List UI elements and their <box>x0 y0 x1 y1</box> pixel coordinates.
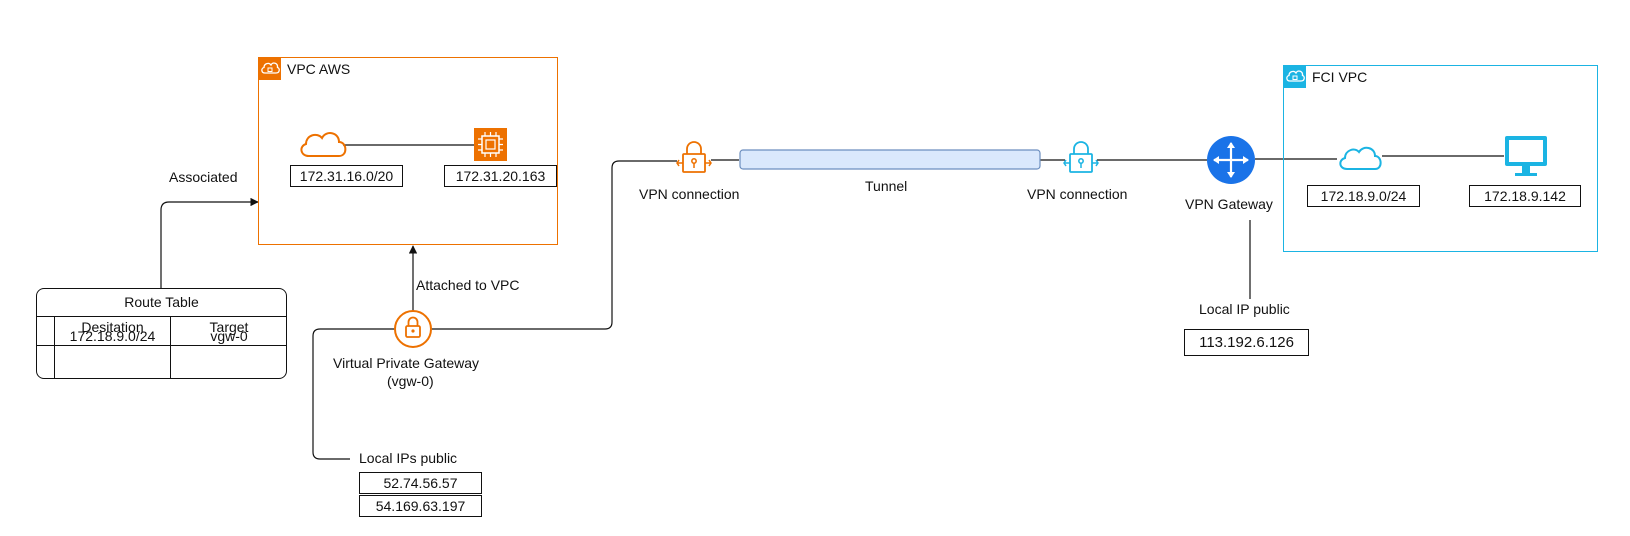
vpn-connection-left-icon[interactable] <box>676 141 712 173</box>
vpc-aws-group[interactable]: VPC AWS <box>258 57 558 245</box>
route-table-cell-target: vgw-0 <box>210 328 248 344</box>
associated-connector <box>160 197 259 288</box>
host-monitor-icon <box>1505 136 1547 176</box>
attached-to-vpc-label: Attached to VPC <box>416 277 520 293</box>
tunnel-label: Tunnel <box>865 178 908 194</box>
route-table-row-divider <box>37 345 286 346</box>
vgw-label-line2: (vgw-0) <box>387 373 434 389</box>
vpn-connection-right-label: VPN connection <box>1027 186 1128 202</box>
vgw-label-line1: Virtual Private Gateway <box>333 355 480 371</box>
local-ip-public-label: Local IP public <box>1199 301 1290 317</box>
route-table-header-destination: Desitation <box>81 319 144 335</box>
vpn-gateway-router-icon[interactable] <box>1207 136 1255 184</box>
associated-label: Associated <box>169 169 238 185</box>
fci-host-ip-box: 172.18.9.142 <box>1469 185 1581 207</box>
vpn-connection-left-label: VPN connection <box>639 186 740 202</box>
aws-public-ip-2-box: 54.169.63.197 <box>359 495 482 517</box>
aws-instance-ip-box: 172.31.20.163 <box>444 165 557 187</box>
vpc-aws-group-icon <box>259 58 281 80</box>
vpn-connection-right-icon[interactable] <box>1063 141 1099 173</box>
route-table[interactable]: Route Table Desitation Target 172.18.9.0… <box>36 288 287 379</box>
aws-subnet-cidr-box: 172.31.16.0/20 <box>290 165 403 187</box>
vpn-gateway-label: VPN Gateway <box>1185 196 1273 212</box>
fci-public-ip-box: 113.192.6.126 <box>1184 329 1309 356</box>
aws-public-ip-1-box: 52.74.56.57 <box>359 472 482 494</box>
vpc-aws-title: VPC AWS <box>287 61 351 77</box>
route-table-header-target: Target <box>209 319 249 335</box>
local-ips-public-label: Local IPs public <box>359 450 458 466</box>
ec2-instance-icon <box>474 128 507 161</box>
tunnel-bar[interactable] <box>739 149 1041 170</box>
fci-subnet-cidr-box: 172.18.9.0/24 <box>1307 185 1420 207</box>
fci-subnet-cloud-icon <box>1339 146 1382 170</box>
route-table-title: Route Table <box>37 289 286 317</box>
fci-vpc-group-icon <box>1284 66 1306 88</box>
vgw-to-vpn-connection-line <box>430 160 677 330</box>
route-table-cell-destination: 172.18.9.0/24 <box>69 328 156 344</box>
aws-subnet-cloud-icon <box>300 132 347 157</box>
fci-vpc-group[interactable]: FCI VPC <box>1283 65 1598 252</box>
vgw-to-local-ips-line <box>312 328 395 460</box>
route-table-column-divider <box>170 316 171 378</box>
route-table-gutter-divider <box>54 316 55 378</box>
fci-vpc-title: FCI VPC <box>1312 69 1368 85</box>
virtual-private-gateway-icon[interactable] <box>394 310 432 348</box>
